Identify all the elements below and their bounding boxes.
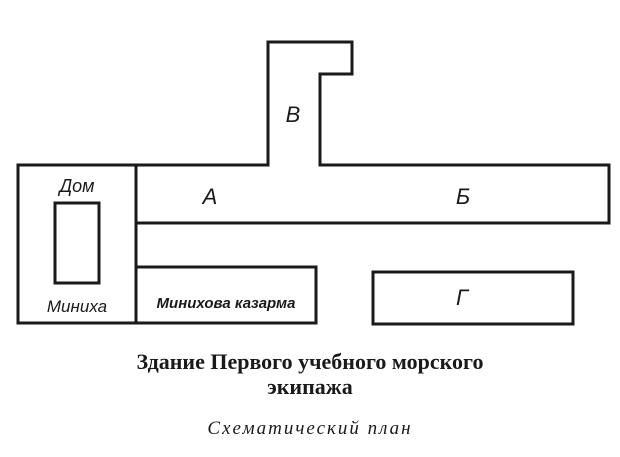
label-g: Г (456, 285, 470, 310)
barracks-block (134, 265, 318, 325)
caption-title-line-2: экипажа (267, 374, 353, 399)
house-outer-wall (16, 163, 138, 325)
main-building-outline (136, 40, 611, 225)
label-dom: Дом (57, 176, 94, 196)
label-a: А (201, 184, 218, 209)
label-v: В (286, 102, 301, 127)
house-inner-court (53, 201, 101, 285)
label-b: Б (456, 184, 470, 209)
caption-title-line-1: Здание Первого учебного морского (136, 349, 484, 374)
wing-g-block (371, 270, 575, 326)
label-kazarma: Минихова казарма (157, 295, 296, 312)
label-minikha: Миниха (47, 297, 107, 316)
caption-subtitle: Схематический план (207, 418, 413, 439)
